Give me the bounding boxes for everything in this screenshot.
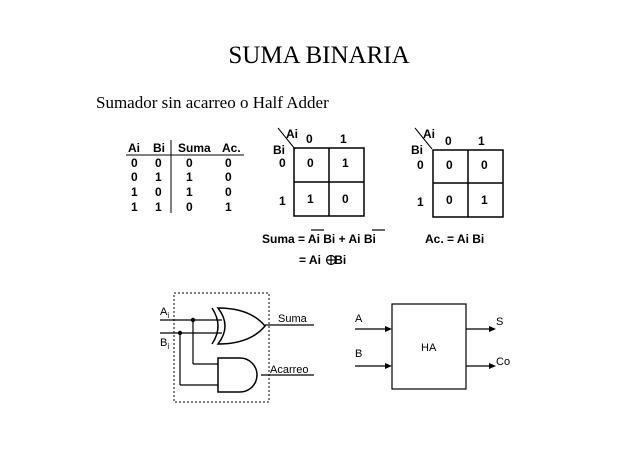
kmap-suma-col-label-1: 1 [340, 132, 347, 146]
ha-output-co-label: Co [496, 356, 510, 368]
eq-suma-line2-suffix: Bi [331, 253, 346, 267]
kmap-suma-col-label-0: 0 [306, 132, 313, 146]
circuit-output-acarreo: Acarreo [270, 364, 309, 376]
kmap-suma-cell-11: 0 [342, 192, 349, 206]
kmap-suma-cell-00: 0 [307, 156, 314, 170]
eq-suma-term1-b: Bi + Ai [320, 232, 364, 246]
cell-r3-bi: 1 [155, 200, 162, 214]
kmap-acarreo-col-label-1: 1 [478, 134, 485, 148]
eq-suma-line2: = Ai Bi [299, 253, 346, 267]
and-gate-icon [217, 357, 258, 393]
th-ai: Ai [128, 141, 140, 155]
cell-r1-ai: 0 [131, 170, 138, 184]
kmap-suma-cell-01: 1 [342, 156, 349, 170]
th-bi: Bi [153, 141, 165, 155]
slide-subtitle: Sumador sin acarreo o Half Adder [96, 93, 329, 112]
th-suma: Suma [178, 141, 211, 155]
ha-block-label: HA [421, 342, 437, 354]
ha-arrow-out-co-icon [489, 363, 496, 369]
eq-suma-term2: Bi [364, 232, 376, 246]
ha-input-a-label: A [355, 313, 363, 325]
cell-r0-ac: 0 [225, 156, 232, 170]
cell-r2-suma: 1 [186, 185, 193, 199]
kmap-suma-cell-10: 1 [307, 192, 314, 206]
eq-suma-prefix: Suma = [262, 232, 308, 246]
kmap-suma-row-label-0: 0 [279, 156, 286, 170]
kmap-suma-row-label-1: 1 [279, 194, 286, 208]
kmap-suma-corner-diagonal [277, 127, 296, 150]
cell-r2-ai: 1 [131, 185, 138, 199]
ha-arrow-out-s-icon [489, 326, 496, 332]
xor-symbol-icon [325, 254, 337, 266]
cell-r0-ai: 0 [131, 156, 138, 170]
kmap-suma-col-var: Ai [286, 127, 298, 141]
half-adder-block: HA A B S Co [355, 303, 510, 390]
kmap-acarreo-cell-01: 0 [481, 158, 488, 172]
cell-r1-bi: 1 [155, 170, 162, 184]
circuit-output-suma: Suma [278, 313, 308, 325]
circuit-input-b: Bi [160, 337, 169, 351]
eq-suma-term1-a: Ai [308, 232, 320, 246]
cell-r3-ac: 1 [225, 200, 232, 214]
ha-output-s-label: S [496, 316, 503, 328]
cell-r1-ac: 0 [225, 170, 232, 184]
half-adder-circuit: Ai Bi Suma Acarreo [160, 292, 314, 403]
ha-arrow-in-b-icon [385, 363, 392, 369]
kmap-acarreo-cell-00: 0 [446, 158, 453, 172]
kmap-acarreo-row-label-1: 1 [417, 195, 424, 209]
kmap-suma: Ai Bi 0 1 0 1 0 1 1 0 [273, 127, 365, 217]
cell-r3-suma: 0 [186, 200, 193, 214]
kmap-acarreo-col-var: Ai [423, 127, 435, 141]
cell-r0-suma: 0 [186, 156, 193, 170]
th-ac: Ac. [222, 141, 241, 155]
xor-gate-icon [211, 307, 266, 345]
junction-dot-a [190, 317, 196, 323]
eq-suma-line2-prefix: = Ai [299, 253, 321, 267]
kmap-acarreo: Ai Bi 0 1 0 1 0 0 0 1 [411, 127, 504, 218]
kmap-acarreo-cell-11: 1 [481, 193, 488, 207]
ha-block [391, 303, 467, 390]
equation-suma: Suma = Ai Bi + Ai Bi = Ai Bi [262, 229, 385, 267]
eq-suma-line1: Suma = Ai Bi + Ai Bi [262, 232, 376, 246]
ha-arrows [355, 328, 490, 367]
ha-input-b-label: B [355, 348, 362, 360]
kmap-acarreo-cell-10: 0 [446, 193, 453, 207]
circuit-input-a: Ai [160, 306, 169, 320]
cell-r1-suma: 1 [186, 170, 193, 184]
truth-table: Ai Bi Suma Ac. 0 0 0 0 0 1 1 0 1 0 1 0 1… [126, 140, 244, 214]
kmap-acarreo-row-label-0: 0 [417, 158, 424, 172]
slide-title: SUMA BINARIA [228, 42, 410, 69]
circuit-dashed-boundary [173, 292, 270, 403]
cell-r2-ac: 0 [225, 185, 232, 199]
cell-r2-bi: 0 [155, 185, 162, 199]
kmap-acarreo-row-var: Bi [411, 143, 423, 157]
junction-dot-b [177, 330, 183, 336]
cell-r3-ai: 1 [131, 200, 138, 214]
kmap-suma-row-var: Bi [273, 143, 285, 157]
ha-arrow-in-a-icon [385, 326, 392, 332]
kmap-acarreo-col-label-0: 0 [445, 134, 452, 148]
kmap-acarreo-corner-diagonal [414, 127, 433, 150]
cell-r0-bi: 0 [155, 156, 162, 170]
equation-acarreo: Ac. = Ai Bi [425, 232, 484, 246]
